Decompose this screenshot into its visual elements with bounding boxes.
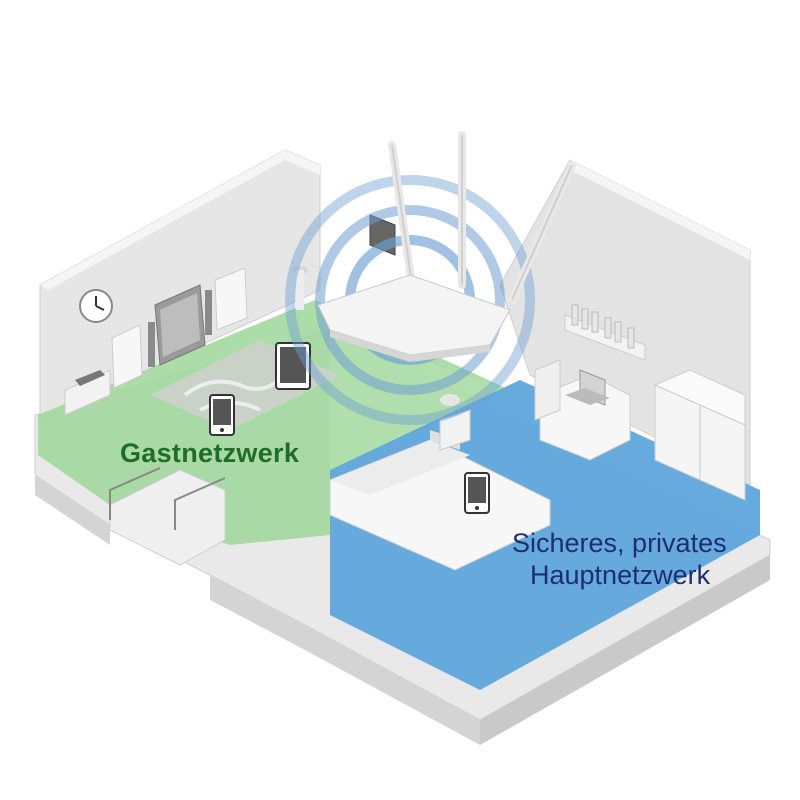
speaker-left: [148, 322, 155, 367]
private-network-label-line2: Hauptnetzwerk: [530, 560, 711, 590]
speaker-right: [205, 290, 212, 335]
tv-icon: [154, 284, 206, 366]
guest-network-label: Gastnetzwerk: [120, 438, 300, 468]
wall-clock-icon: [79, 289, 113, 323]
laptop-icon: [565, 369, 610, 406]
smartphone-icon: [209, 394, 235, 436]
private-network-label-line1: Sicheres, privates: [512, 528, 727, 558]
left-wall: [39, 149, 321, 421]
tv-console: [64, 369, 111, 416]
bookshelf-icon: [564, 304, 646, 361]
floor-lamp-icon: [292, 266, 308, 310]
router-icon: [317, 131, 576, 362]
shelf-right: [214, 267, 248, 331]
tablet-icon: [275, 342, 311, 390]
shelf-left: [111, 324, 143, 389]
nightstand-lamp-icon: [439, 394, 471, 451]
desk: [534, 359, 631, 461]
smartphone-private-icon: [464, 472, 490, 514]
wardrobe-icon: [653, 369, 746, 501]
stairs-icon: [109, 467, 226, 566]
